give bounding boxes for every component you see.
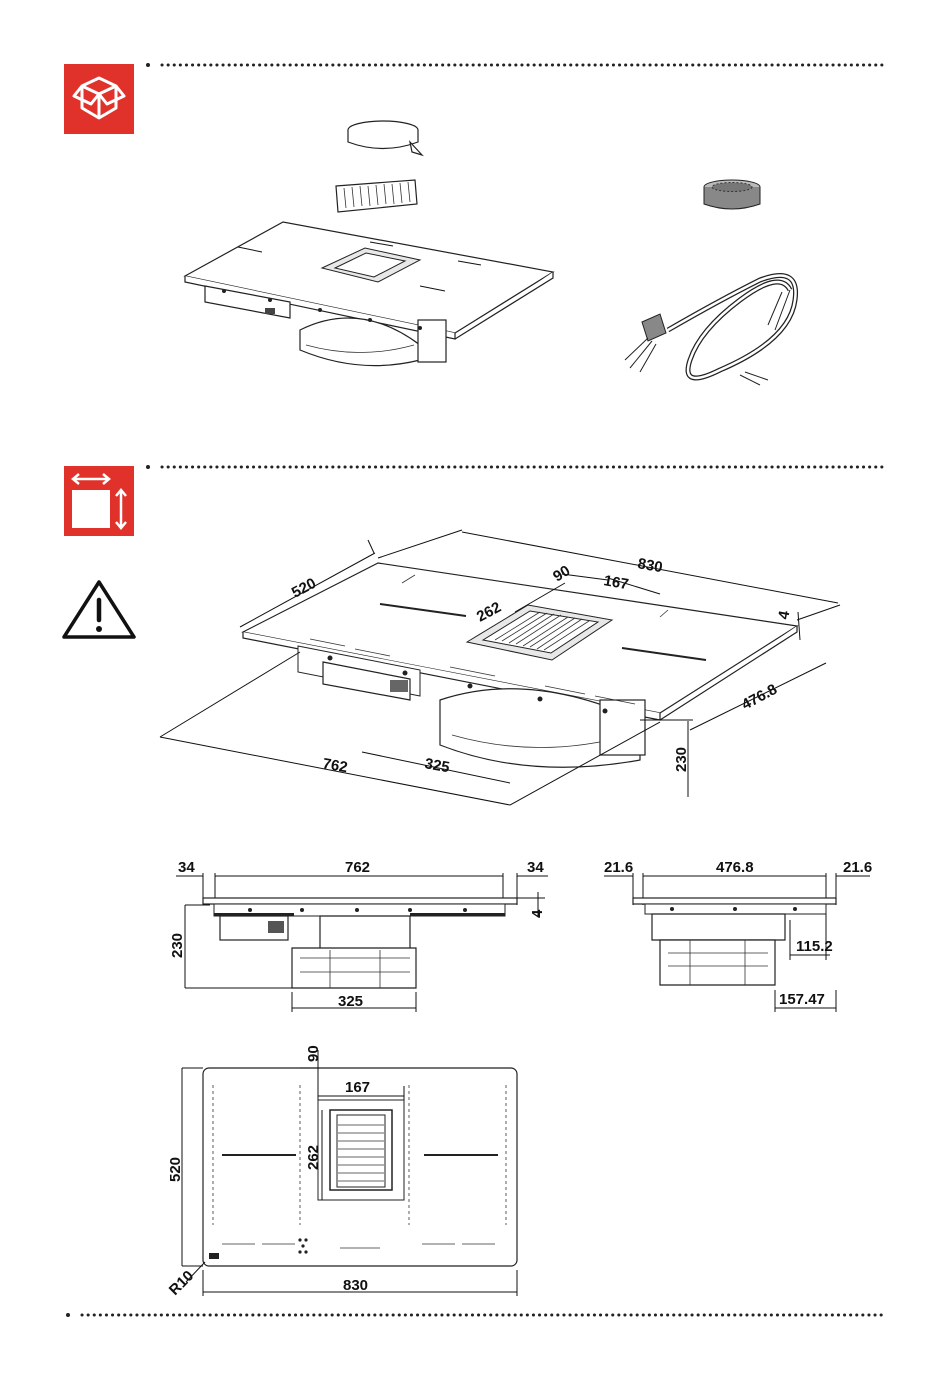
top-dim-262: 262 xyxy=(305,1145,322,1170)
iso-dim-325: 325 xyxy=(423,755,451,776)
side-dim-476-8: 476.8 xyxy=(716,859,754,876)
side-dim-157-47: 157.47 xyxy=(779,991,825,1008)
section-divider-top xyxy=(146,63,886,67)
warning-icon xyxy=(64,582,134,637)
hob-iso-contents xyxy=(185,222,553,366)
open-box-icon xyxy=(64,64,134,134)
side-dim-115-2: 115.2 xyxy=(796,938,833,955)
iso-dim-476-8: 476.8 xyxy=(739,681,780,714)
iso-dim-830: 830 xyxy=(636,555,664,576)
front-dim-325: 325 xyxy=(338,993,363,1010)
iso-dim-230: 230 xyxy=(673,747,690,772)
carbon-filter xyxy=(704,180,760,209)
sealing-tape-roll xyxy=(348,121,422,155)
front-dim-762: 762 xyxy=(345,859,370,876)
top-dim-167: 167 xyxy=(345,1079,370,1096)
section-divider-middle xyxy=(146,465,886,469)
side-dim-21-6-left: 21.6 xyxy=(604,859,633,876)
front-dim-34-left: 34 xyxy=(178,859,195,876)
power-cable xyxy=(625,276,796,386)
front-view xyxy=(176,873,548,1012)
iso-dim-167: 167 xyxy=(602,572,630,593)
top-dim-830: 830 xyxy=(343,1277,368,1294)
top-dim-90: 90 xyxy=(305,1045,322,1062)
front-dim-230: 230 xyxy=(169,933,186,958)
extraction-grille xyxy=(336,180,417,212)
iso-dim-90: 90 xyxy=(550,562,573,585)
top-dim-520: 520 xyxy=(167,1157,184,1182)
iso-dim-762: 762 xyxy=(321,755,349,776)
dimensions-icon xyxy=(64,466,134,536)
section-divider-bottom xyxy=(66,1313,886,1317)
top-dim-r10: R10 xyxy=(166,1267,197,1298)
front-dim-4: 4 xyxy=(529,909,546,918)
iso-dim-4: 4 xyxy=(775,609,793,621)
front-dim-34-right: 34 xyxy=(527,859,544,876)
side-dim-21-6-right: 21.6 xyxy=(843,859,872,876)
hob-iso-dimensioned xyxy=(243,563,797,767)
